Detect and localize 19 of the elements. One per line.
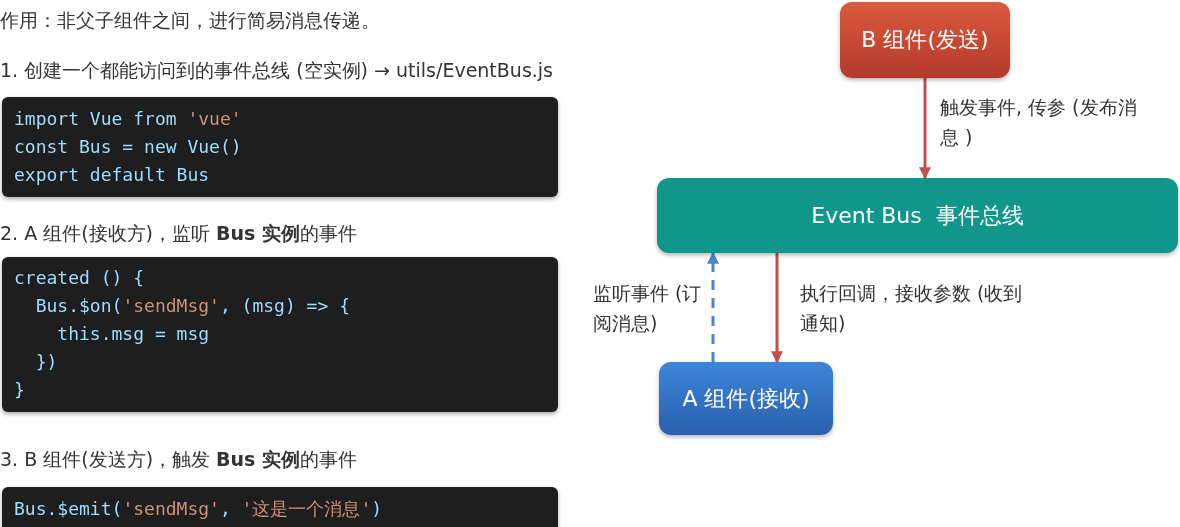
code-line: created () {	[14, 266, 145, 290]
event-bus-box: Event Bus 事件总线	[657, 178, 1178, 253]
arrow	[919, 78, 931, 180]
receiver-box: A 组件(接收)	[659, 362, 833, 435]
code-line: import Vue from 'vue'	[14, 107, 242, 131]
code-line: }	[14, 378, 25, 402]
arrow	[707, 251, 719, 362]
instruction-text: 1. 创建一个都能访问到的事件总线 (空实例) → utils/EventBus.js	[0, 58, 553, 82]
instruction-text: 作用：非父子组件之间，进行简易消息传递。	[0, 8, 380, 32]
arrow	[771, 253, 783, 364]
code-line: })	[34, 350, 58, 374]
code-line: Bus.$on('sendMsg', (msg) => {	[34, 294, 350, 318]
instruction-text: 2. A 组件(接收方)，监听 Bus 实例的事件	[0, 221, 357, 245]
instruction-text: 3. B 组件(发送方)，触发 Bus 实例的事件	[0, 447, 358, 471]
code-line: Bus.$emit('sendMsg', '这是一个消息')	[14, 497, 383, 521]
code-line: export default Bus	[14, 163, 210, 187]
code-line: const Bus = new Vue()	[14, 135, 242, 159]
sender-box: B 组件(发送)	[840, 2, 1010, 78]
code-line: this.msg = msg	[56, 322, 210, 346]
